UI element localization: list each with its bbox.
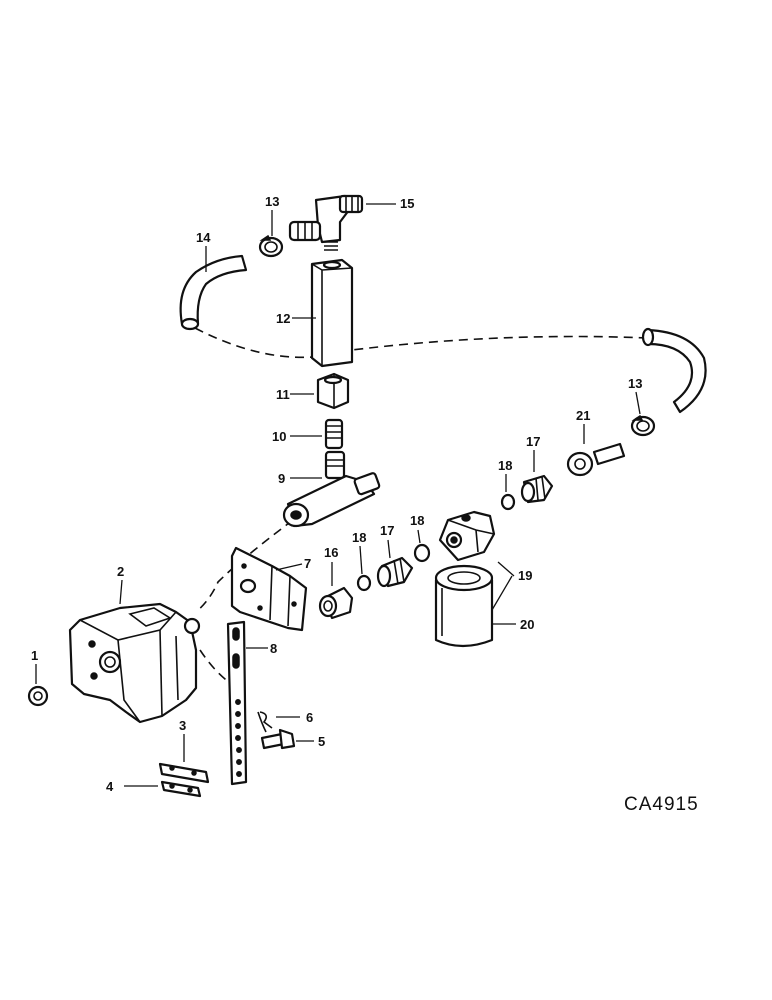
callout-labels: 13 15 14 12 11 10 9 13 21 17 18 18 17 18… [31,194,642,794]
callout-21: 21 [576,408,590,423]
mounting-bracket [230,546,308,632]
hose-clamp-upper [258,234,284,258]
callout-6: 6 [306,710,313,725]
callout-1: 1 [31,648,38,663]
callout-18-right: 18 [498,458,512,473]
callout-15: 15 [400,196,414,211]
callout-5: 5 [318,734,325,749]
callout-2: 2 [117,564,124,579]
bolt [260,728,296,750]
clip-pin [257,711,273,733]
callout-17-right: 17 [526,434,540,449]
callout-11: 11 [276,387,290,402]
link-plate-lower [160,780,202,798]
callout-12: 12 [276,311,290,326]
callout-14: 14 [196,230,211,245]
adapter-fitting [566,442,626,477]
callout-7: 7 [304,556,311,571]
callout-20: 20 [520,617,534,632]
hose-left [179,254,248,331]
callout-18-left: 18 [352,530,366,545]
callout-13-right: 13 [628,376,642,391]
hose-right [641,327,707,414]
callout-18-middle: 18 [410,513,424,528]
callout-8: 8 [270,641,277,656]
hose-nipple [324,418,344,450]
washer-b [413,543,431,563]
callout-17-left: 17 [380,523,394,538]
link-plate [158,762,210,784]
drawing-code: CA4915 [624,794,699,815]
plug [27,685,49,707]
hose-clamp-right [630,414,656,437]
square-tube-block [310,258,354,368]
callout-4: 4 [106,779,114,794]
callout-19: 19 [518,568,532,583]
slotted-strap [226,620,248,786]
hose-routing-lines [194,327,649,691]
tee-fitting [282,450,381,528]
pump-housing [68,602,201,724]
callout-10: 10 [272,429,286,444]
connector-right [520,474,554,504]
hex-nut [316,372,350,410]
callout-13-upper: 13 [265,194,279,209]
washer-c [356,574,372,592]
elbow-fitting [288,194,364,251]
callout-16: 16 [324,545,338,560]
connector-left [376,556,414,588]
leader-lines [35,203,641,787]
washer-a [500,493,516,511]
reducer-fitting [318,586,354,620]
filter-head [438,510,496,562]
filter-cartridge [434,564,494,648]
callout-9: 9 [278,471,285,486]
callout-3: 3 [179,718,186,733]
